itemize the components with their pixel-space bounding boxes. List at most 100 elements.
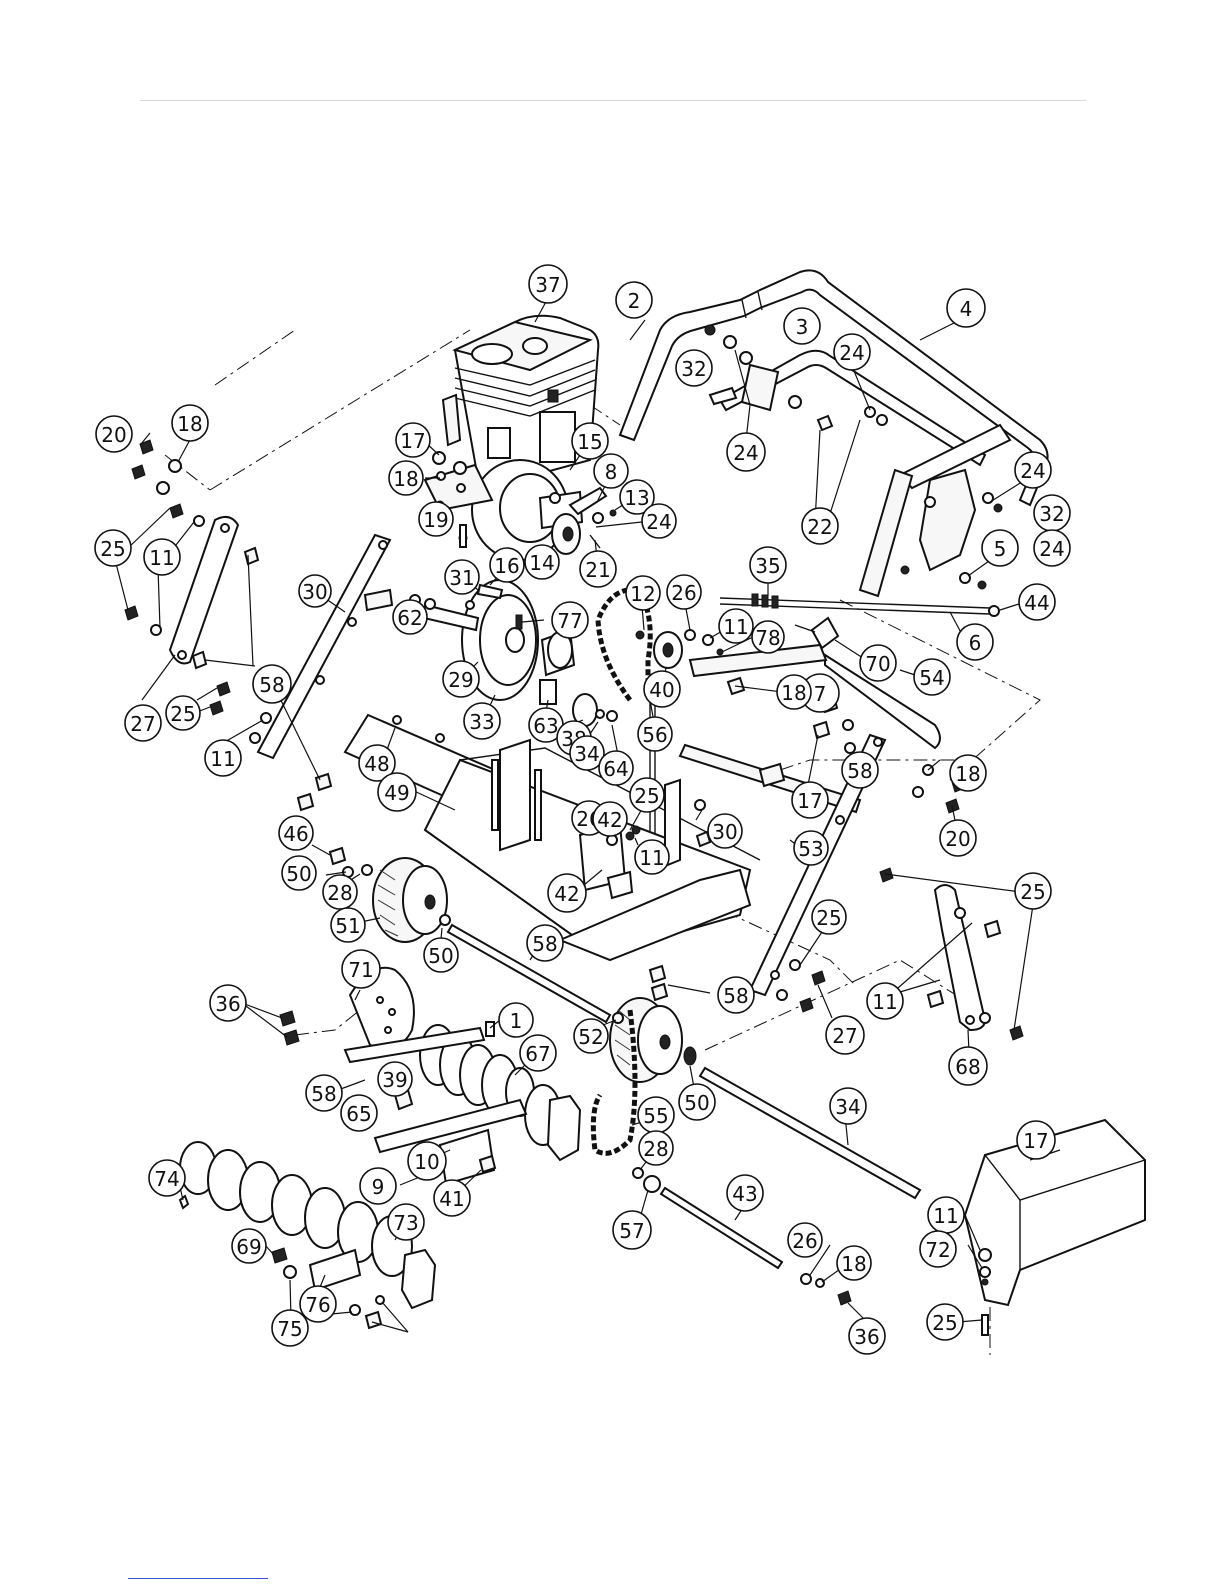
callout-number: 11 [872,990,897,1014]
callout-27: 27 [124,704,162,742]
callout-number: 11 [149,546,174,570]
callout-circle [388,460,424,496]
callout-number: 56 [642,723,667,747]
callout-number: 15 [577,430,602,454]
callout-number: 26 [671,581,696,605]
callout-circle [573,1018,609,1054]
callout-40: 40 [643,670,681,708]
callout-30: 30 [298,574,332,608]
callout-29: 29 [442,660,480,698]
callout-25: 25 [165,695,201,731]
callout-51: 51 [330,907,366,943]
callout-number: 36 [215,992,240,1016]
callout-number: 49 [384,781,409,805]
callout-number: 50 [428,944,453,968]
callout-number: 40 [649,678,674,702]
callout-number: 74 [154,1167,179,1191]
callout-number: 78 [755,626,780,650]
callout-21: 21 [579,550,617,588]
callout-circle [643,670,681,708]
callout-circle [143,538,181,576]
callout-circle [859,644,897,682]
callout-58: 58 [841,751,879,789]
callout-number: 24 [1039,537,1064,561]
callout-number: 72 [925,1238,950,1262]
callout-number: 64 [603,757,628,781]
callout-number: 31 [449,566,474,590]
callout-circle [634,839,670,875]
callout-circle [209,984,247,1022]
callout-number: 73 [393,1211,418,1235]
callout-number: 25 [816,906,841,930]
callout-circle [948,1046,988,1086]
callout-42: 42 [592,801,628,837]
callout-number: 42 [554,882,579,906]
callout-number: 18 [955,762,980,786]
callout-circle [793,830,829,866]
callout-3: 3 [783,307,821,345]
engine [423,314,617,561]
idler-bracket [635,629,828,696]
callout-circle [377,1061,413,1097]
callout-36: 36 [209,984,247,1022]
callout-circle [358,744,396,782]
callout-circle [939,819,977,857]
callout-46: 46 [278,815,314,851]
callout-circle [305,1074,343,1112]
callout-circle [489,547,525,583]
callout-number: 58 [532,932,557,956]
callout-number: 29 [448,668,473,692]
wheel-left [328,846,451,943]
callout-24: 24 [641,503,677,539]
callout-69: 69 [231,1228,267,1264]
callout-32: 32 [675,349,713,387]
callout-circle [498,1002,534,1038]
callout-11: 11 [634,839,670,875]
callout-circle [801,507,839,545]
callout-number: 4 [960,297,973,321]
callout-circle [165,695,201,731]
callout-number: 42 [597,808,622,832]
callout-circle [252,664,292,704]
callout-circle [866,982,904,1020]
callout-number: 19 [423,508,448,532]
callout-58: 58 [526,924,564,962]
callout-48: 48 [358,744,396,782]
callout-circle [981,529,1019,567]
callout-20: 20 [939,819,977,857]
callout-circle [278,815,314,851]
callout-circle [359,1167,397,1205]
callout-circle [463,702,501,740]
callout-39: 39 [377,1061,413,1097]
callout-14: 14 [524,544,560,580]
callout-circle [919,1230,957,1268]
rear-guard [963,1118,1146,1336]
callout-number: 30 [302,580,327,604]
callout-circle [377,772,417,812]
callout-number: 32 [1039,502,1064,526]
callout-number: 17 [400,429,425,453]
throttle-cable [719,593,1000,750]
callout-circle [395,422,431,458]
callout-number: 25 [170,702,195,726]
callout-circle [638,1130,674,1166]
callout-27: 27 [825,1015,865,1055]
callout-53: 53 [793,830,829,866]
callout-65: 65 [340,1094,378,1132]
callout-number: 24 [1020,459,1045,483]
callout-62: 62 [392,599,428,635]
callout-30: 30 [707,813,743,849]
callout-number: 68 [955,1055,980,1079]
callout-number: 10 [414,1150,439,1174]
callout-24: 24 [833,333,871,371]
callout-number: 24 [839,341,864,365]
callout-circle [783,307,821,345]
callout-25: 25 [629,777,665,813]
callout-8: 8 [593,453,629,489]
callout-18: 18 [388,460,424,496]
callout-11: 11 [143,538,181,576]
callout-circle [841,751,879,789]
callout-number: 25 [100,537,125,561]
callout-circle [387,1203,425,1241]
